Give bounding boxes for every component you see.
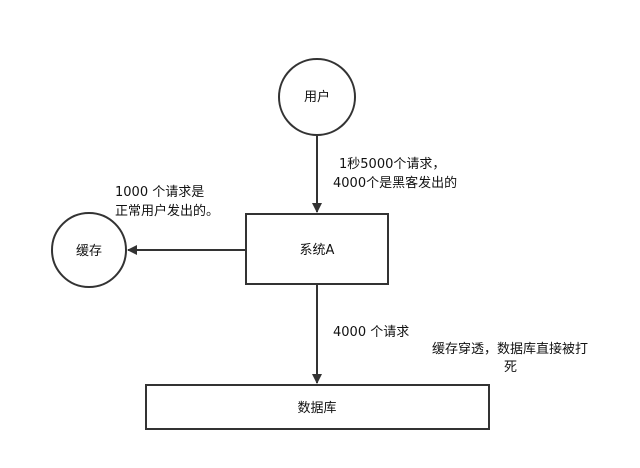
database-box bbox=[145, 384, 490, 430]
cache-node: 缓存 bbox=[51, 212, 127, 288]
system-node: 系统A bbox=[245, 213, 389, 285]
note-cache-penetration: 缓存穿透，数据库直接被打 死 bbox=[432, 341, 592, 375]
cache-label: 缓存 bbox=[76, 244, 102, 259]
note-db-requests: 4000 个请求 bbox=[333, 325, 409, 340]
user-node: 用户 bbox=[278, 58, 356, 136]
system-label: 系统A bbox=[300, 243, 335, 258]
database-node: 数据库 bbox=[145, 384, 490, 430]
user-label: 用户 bbox=[304, 89, 330, 105]
note-user-requests: 1秒5000个请求， 4000个是黑客发出的 bbox=[333, 157, 457, 191]
database-label: 数据库 bbox=[297, 400, 336, 416]
user-circle bbox=[278, 58, 356, 136]
note-normal-requests: 1000 个请求是 正常用户发出的。 bbox=[115, 185, 219, 219]
system-box bbox=[245, 213, 389, 285]
cache-circle bbox=[51, 212, 127, 288]
